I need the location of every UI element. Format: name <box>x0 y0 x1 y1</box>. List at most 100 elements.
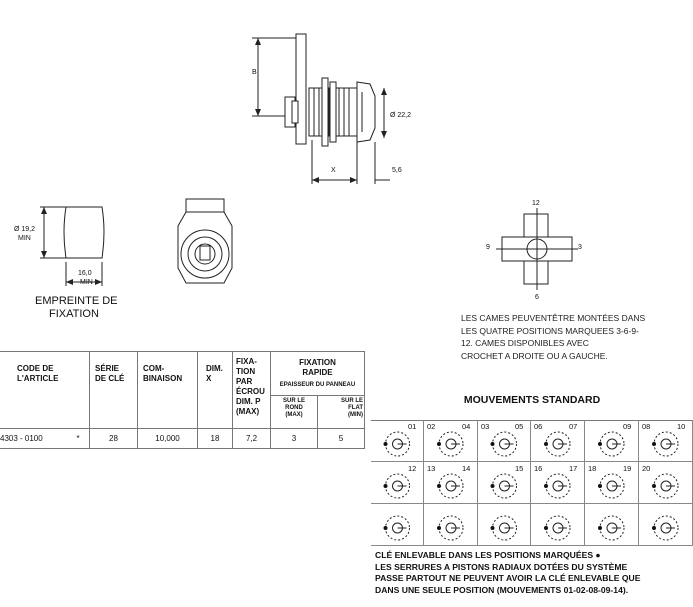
cell-ecrou: 7,2 <box>245 434 258 443</box>
min-label-1: MIN <box>18 235 31 242</box>
movement-dial-icon <box>437 431 464 457</box>
movement-dial-icon <box>383 431 410 457</box>
cell-serie: 28 <box>109 434 118 443</box>
movement-dial-icon <box>598 515 625 541</box>
header-text: L'ARTICLE <box>17 374 59 383</box>
header-dim-x: DIM. X <box>206 364 223 384</box>
movement-dial-icon <box>652 431 679 457</box>
movement-dial-icon <box>544 473 571 499</box>
movement-label: 04 <box>462 422 471 431</box>
table-top-border <box>0 351 365 352</box>
header-text: FIXA- <box>236 357 257 366</box>
empreinte-line1: EMPREINTE DE <box>35 295 118 307</box>
movement-label: 20 <box>642 464 651 473</box>
cam-note-line: CROCHET A DROITE OU A GAUCHE. <box>461 350 608 361</box>
movement-label: 02 <box>427 422 436 431</box>
header-fixation-ecrou: FIXA- TION PAR ÉCROU DIM. P (MAX) <box>236 357 265 417</box>
header-text: SUR LE <box>340 398 363 404</box>
movement-cell <box>478 504 531 546</box>
movement-label: 15 <box>515 464 524 473</box>
cell-mark: * <box>76 434 80 443</box>
header-epaisseur: EPAISSEUR DU PANNEAU <box>279 382 356 388</box>
movement-label: 12 <box>408 464 417 473</box>
movement-label: 16 <box>534 464 543 473</box>
movement-label: 18 <box>588 464 597 473</box>
header-text: ROND <box>285 405 303 411</box>
header-text: (MAX) <box>285 412 303 418</box>
diam-19-label: Ø 19,2 <box>14 226 36 233</box>
cell-combinaison: 10,000 <box>155 434 180 443</box>
empreinte-line2: FIXATION <box>49 308 99 320</box>
movement-dial-icon <box>598 431 625 457</box>
header-text: X <box>206 374 212 383</box>
width-16-label: 16,0 <box>78 270 92 277</box>
cam-note-line: LES QUATRE POSITIONS MARQUEES 3-6-9- <box>461 325 639 336</box>
movement-cell: 14 <box>424 462 478 504</box>
header-text: COM- <box>143 364 165 373</box>
cell-flat: 5 <box>338 434 344 443</box>
movements-title: MOUVEMENTS STANDARD <box>371 380 693 421</box>
movement-dial-icon <box>383 515 410 541</box>
table-divider <box>232 351 233 449</box>
movement-label: 19 <box>623 464 632 473</box>
cross-label-9: 9 <box>486 244 490 251</box>
table-divider <box>270 351 271 449</box>
movement-label: 14 <box>462 464 471 473</box>
table-bottom-border <box>0 448 365 449</box>
header-code: CODE DE L'ARTICLE <box>17 364 58 384</box>
table-divider <box>137 351 138 449</box>
movement-label: 10 <box>677 422 686 431</box>
movement-dial-icon <box>490 431 517 457</box>
dim-56-label: 5,6 <box>392 167 402 174</box>
header-text: DIM. <box>206 364 223 373</box>
movement-dial-icon <box>544 515 571 541</box>
movement-dial-icon <box>598 473 625 499</box>
dim-b-label: B <box>252 69 257 76</box>
cam-note-line: 12. CAMES DISPONIBLES AVEC <box>461 338 589 348</box>
footer-line: CLÉ ENLEVABLE DANS LES POSITIONS MARQUÉE… <box>375 550 601 560</box>
dim-x-label: X <box>331 167 336 174</box>
header-text: DE CLÉ <box>95 374 125 383</box>
movement-dial-icon <box>652 515 679 541</box>
min-label-2: MIN <box>80 279 93 286</box>
header-text: FLAT <box>348 405 363 411</box>
movement-label: 17 <box>569 464 578 473</box>
cell-rond: 3 <box>291 434 297 443</box>
header-flat: SUR LE FLAT (MIN) <box>319 398 363 419</box>
movement-dial-icon <box>490 473 517 499</box>
footer-line: DANS UNE SEULE POSITION (MOUVEMENTS 01-0… <box>375 584 629 595</box>
movement-label: 03 <box>481 422 490 431</box>
movement-label: 07 <box>569 422 578 431</box>
header-combinaison: COM- BINAISON <box>143 364 182 384</box>
header-text: SUR LE <box>282 398 305 404</box>
header-rond: SUR LE ROND (MAX) <box>272 398 316 419</box>
movement-label: 13 <box>427 464 436 473</box>
cell-dim-x: 18 <box>210 434 220 443</box>
movement-cell <box>639 504 693 546</box>
movement-cell: 07 <box>531 420 585 462</box>
cam-note-line: LES CAMES PEUVENTÊTRE MONTÉES DANS <box>461 313 646 323</box>
dim-diameter-label: Ø 22,2 <box>390 112 412 119</box>
footer-line: LES SERRURES A PISTONS RADIAUX DOTÉES DU… <box>375 561 628 572</box>
header-text: CODE DE <box>17 364 54 373</box>
movement-dial-icon <box>383 473 410 499</box>
cross-label-6: 6 <box>535 294 539 301</box>
header-text: SÉRIE <box>95 364 120 373</box>
movements-grid: 0102040305060709081011121314151617181920 <box>371 420 693 546</box>
header-text: (MIN) <box>348 412 363 418</box>
movement-dial-icon <box>437 515 464 541</box>
movement-cell <box>639 462 693 504</box>
header-text: FIXATION <box>299 358 336 367</box>
movement-cell <box>531 504 585 546</box>
cross-label-12: 12 <box>532 200 540 207</box>
footer-line: PASSE PARTOUT NE PEUVENT AVOIR LA CLÉ EN… <box>375 573 641 583</box>
movement-cell <box>585 504 639 546</box>
movement-dial-icon <box>544 431 571 457</box>
side-view-drawing <box>40 33 578 290</box>
movements-footer: CLÉ ENLEVABLE DANS LES POSITIONS MARQUÉE… <box>375 550 691 596</box>
header-text: BINAISON <box>143 374 183 383</box>
